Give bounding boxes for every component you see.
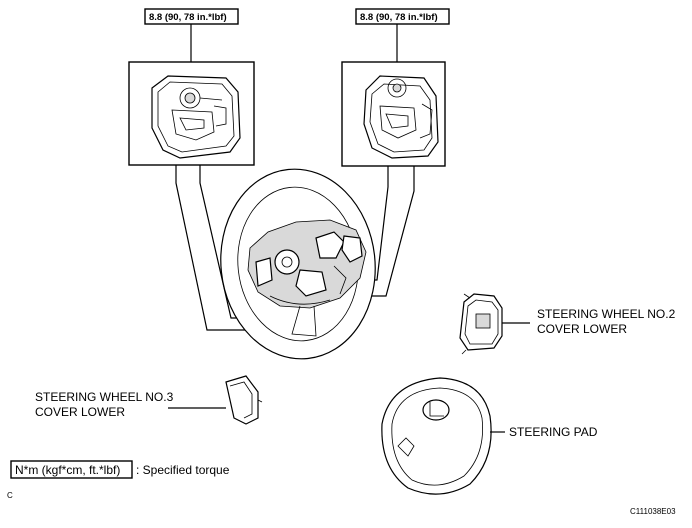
torque-value-right: 8.8 (90, 78 in.*lbf)	[360, 12, 438, 23]
cover-lower-no3-part	[225, 375, 263, 425]
cover-lower-no3-label-line1: STEERING WHEEL NO.3	[35, 390, 174, 404]
detail-inset-left	[128, 61, 255, 166]
torque-unit-box-text: N*m (kgf*cm, ft.*lbf)	[15, 463, 120, 477]
torque-legend: N*m (kgf*cm, ft.*lbf) : Specified torque	[10, 460, 230, 479]
torque-value-left: 8.8 (90, 78 in.*lbf)	[149, 12, 227, 23]
steering-wheel	[220, 168, 376, 360]
cover-lower-no2-label-line1: STEERING WHEEL NO.2	[537, 307, 676, 321]
figure-id: C111038E03	[630, 507, 676, 516]
corner-mark-left: C	[7, 491, 13, 500]
torque-legend-description: : Specified torque	[136, 463, 230, 477]
steering-pad-label: STEERING PAD	[509, 425, 598, 439]
cover-lower-no3-label-line2: COVER LOWER	[35, 405, 125, 419]
steering-pad-part	[381, 377, 505, 495]
cover-lower-no2-part	[459, 293, 530, 355]
cover-lower-no2-label-line2: COVER LOWER	[537, 322, 627, 336]
detail-inset-right	[341, 61, 446, 167]
